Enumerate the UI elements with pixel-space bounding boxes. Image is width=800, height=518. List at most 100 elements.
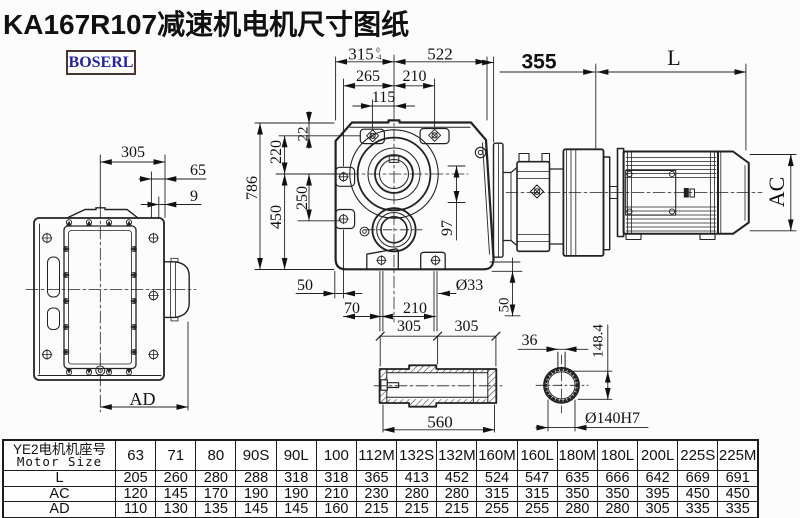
cell-AC-71: 145	[155, 485, 197, 502]
dim-786: 786	[243, 176, 261, 200]
cell-L-132S: 413	[396, 470, 438, 487]
table-column-132S: 132S	[396, 439, 438, 471]
motor-view	[481, 56, 797, 257]
cell-AC-132M: 280	[436, 485, 478, 502]
cell-AC-90L: 190	[275, 485, 317, 502]
table-column-112M: 112M	[355, 439, 398, 471]
cell-L-100: 318	[315, 470, 357, 487]
dim-315-tol-top: 0	[376, 46, 380, 54]
cell-AC-112M: 230	[355, 485, 398, 502]
dim-70: 70	[344, 299, 360, 317]
row-label-L: L	[2, 470, 116, 487]
cell-L-90L: 318	[275, 470, 317, 487]
dim-450: 450	[268, 205, 285, 229]
dim-522: 522	[427, 44, 453, 64]
dim-305-shaft-left: 305	[397, 318, 421, 335]
cell-AC-180L: 350	[596, 485, 639, 502]
cell-L-225M: 691	[717, 470, 759, 487]
cell-L-112M: 365	[355, 470, 398, 487]
dim-50-bottom: 50	[297, 276, 313, 294]
dim-dia-33: Ø33	[455, 277, 484, 294]
cell-AC-160M: 315	[476, 485, 518, 502]
dim-210-top: 210	[402, 67, 427, 85]
dim-305-side: 305	[121, 144, 145, 161]
cell-L-180M: 635	[556, 470, 598, 487]
dim-22: 22	[295, 126, 311, 141]
cell-AC-100: 210	[315, 485, 357, 502]
cell-AC-160L: 315	[516, 485, 558, 502]
cell-AD-160M: 255	[476, 501, 518, 518]
dim-36: 36	[521, 332, 538, 349]
dim-315-tol-bottom: -4	[375, 53, 382, 61]
table-column-71: 71	[155, 439, 197, 471]
cell-AD-132S: 215	[396, 501, 438, 518]
dim-220: 220	[268, 140, 285, 164]
brand-logo-text: BOSERL	[68, 53, 134, 71]
cell-AC-80: 170	[195, 485, 237, 502]
cell-L-225S: 669	[677, 470, 719, 487]
cell-L-160M: 524	[476, 470, 518, 487]
dim-65: 65	[190, 161, 206, 179]
cell-AC-63: 120	[114, 485, 157, 502]
page-title: KA167R107减速机电机尺寸图纸	[3, 9, 410, 40]
table-column-160M: 160M	[476, 439, 518, 471]
cell-L-200L: 642	[637, 470, 679, 487]
dim-210-bottom: 210	[403, 299, 427, 317]
table-column-200L: 200L	[637, 439, 679, 471]
cell-L-180L: 666	[596, 470, 639, 487]
row-label-AC: AC	[2, 485, 116, 502]
dim-315: 315	[348, 44, 374, 64]
dim-148-4: 148.4	[590, 324, 606, 358]
table-column-63: 63	[114, 439, 157, 471]
dim-265: 265	[356, 67, 380, 85]
dim-ad: AD	[129, 389, 156, 409]
cell-AC-90S: 190	[235, 485, 277, 502]
table-column-100: 100	[315, 439, 357, 471]
cell-L-80: 280	[195, 470, 237, 487]
table-header-en: Motor Size	[16, 454, 103, 469]
front-view	[254, 54, 523, 332]
cell-AD-225M: 335	[717, 501, 759, 518]
technical-drawing	[25, 54, 797, 433]
row-label-AD: AD	[2, 501, 116, 518]
cell-L-90S: 288	[235, 470, 277, 487]
table-column-180L: 180L	[596, 439, 639, 471]
shaft-view	[373, 331, 503, 433]
dim-9: 9	[190, 187, 198, 205]
cell-L-132M: 452	[436, 470, 478, 487]
cell-AC-225M: 450	[717, 485, 759, 502]
dim-560: 560	[427, 412, 453, 431]
table-column-225S: 225S	[677, 439, 719, 471]
cell-AD-90L: 145	[275, 501, 317, 518]
cell-AD-180L: 280	[596, 501, 639, 518]
dim-ac: AC	[764, 176, 789, 207]
dim-250: 250	[294, 186, 311, 210]
dim-dia-140h7: Ø140H7	[584, 410, 641, 427]
dim-305-shaft-right: 305	[454, 318, 479, 335]
cell-AC-180M: 350	[556, 485, 598, 502]
table-column-90L: 90L	[275, 439, 317, 471]
cell-AC-132S: 280	[396, 485, 438, 502]
dim-50-right: 50	[496, 297, 512, 313]
cell-L-63: 205	[114, 470, 157, 487]
cell-AD-90S: 145	[235, 501, 277, 518]
dim-355: 355	[521, 50, 557, 73]
bore-view	[517, 324, 649, 432]
cell-AD-71: 130	[155, 501, 197, 518]
cell-AC-200L: 395	[637, 485, 679, 502]
table-header-cn: YE2电机机座号	[12, 441, 107, 457]
table-column-132M: 132M	[436, 439, 478, 471]
cell-AC-225S: 450	[677, 485, 719, 502]
cell-AD-160L: 255	[516, 501, 558, 518]
cell-AD-180M: 280	[556, 501, 598, 518]
dim-97: 97	[438, 220, 456, 236]
table-column-160L: 160L	[516, 439, 558, 471]
cell-AD-63: 110	[114, 501, 157, 518]
cell-AD-100: 160	[315, 501, 357, 518]
